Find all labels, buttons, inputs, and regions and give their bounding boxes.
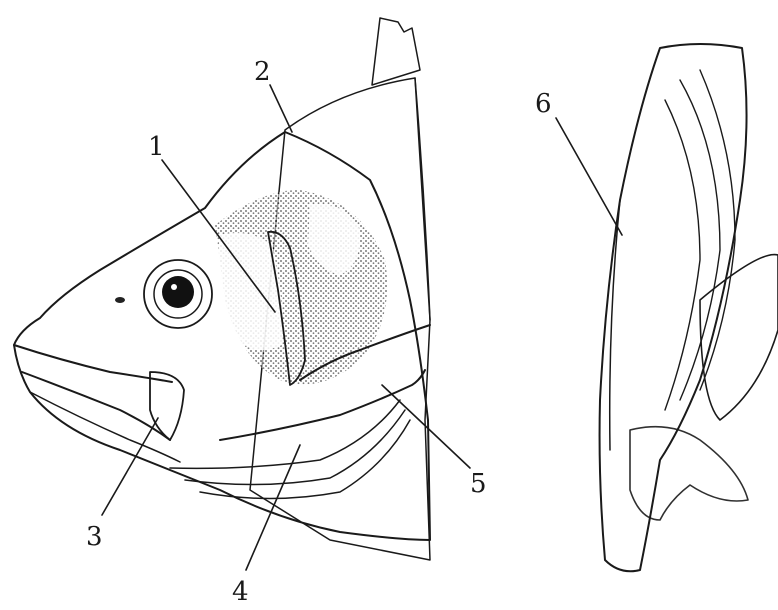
cheek-highlight <box>217 233 282 350</box>
branchiostegal-ray-3 <box>200 420 410 499</box>
gill-filaments <box>665 70 735 410</box>
label-2: 2 <box>254 57 271 87</box>
pupil <box>162 276 194 308</box>
gill-structure <box>600 44 778 571</box>
nostril <box>115 297 125 303</box>
leader-line-4 <box>246 445 300 570</box>
label-1: 1 <box>148 132 165 162</box>
eye <box>144 260 212 328</box>
leader-line-3 <box>102 418 158 515</box>
label-5: 5 <box>470 469 487 499</box>
upper-jaw <box>14 345 172 382</box>
label-4: 4 <box>232 577 249 605</box>
leader-line-2 <box>270 85 292 132</box>
branchiostegal-ray-1 <box>170 400 400 468</box>
label-3: 3 <box>86 522 103 552</box>
leader-line-6 <box>556 118 622 235</box>
dorsal-fin <box>372 18 420 85</box>
gill-base <box>630 427 748 520</box>
fish-head <box>14 18 430 560</box>
label-6: 6 <box>535 89 552 119</box>
lower-jaw <box>22 372 170 440</box>
branchiostegal-ray-2 <box>185 410 405 485</box>
